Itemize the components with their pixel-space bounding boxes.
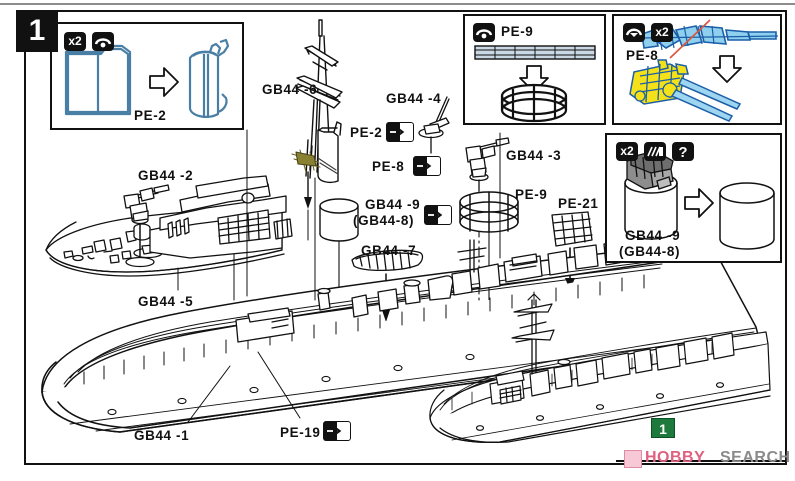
hobby-search-logo-icon: [624, 450, 642, 468]
chip-bend-icon-pe8: [623, 23, 645, 42]
chip-x2-gb44-9: x2: [616, 142, 638, 161]
label-gb44-7: GB44 -7: [361, 243, 417, 258]
detail-box-gb44-9: x2 ? GB44 -9 (GB44-8): [605, 133, 782, 263]
step-marker-green: 1: [651, 418, 675, 438]
chip-sand-icon-gb44-9: [644, 142, 666, 161]
label-gb44-5: GB44 -5: [138, 294, 194, 309]
label-pe2-box: PE-2: [134, 108, 167, 123]
chip-cement-gb44-9: [424, 205, 452, 225]
top-rule-divider: [0, 3, 795, 5]
label-gb44-2: GB44 -2: [138, 168, 194, 183]
arrow-right-icon: [417, 162, 432, 170]
arrow-right-icon: [327, 427, 342, 435]
chip-bend-icon-pe2: [92, 32, 114, 51]
label-pe-21: PE-21: [558, 196, 599, 211]
chip-cement-pe-2: [386, 122, 414, 142]
label-gb44-9-callout: GB44 -9: [365, 197, 421, 212]
label-pe-19: PE-19: [280, 425, 321, 440]
chip-bend-icon-pe9: [473, 23, 495, 42]
arrow-right-icon: [390, 128, 405, 136]
label-pe-2-callout: PE-2: [350, 125, 383, 140]
arrow-right-icon: [428, 211, 443, 219]
label-pe9-box: PE-9: [501, 24, 534, 39]
detail-box-pe9: PE-9: [463, 14, 606, 125]
watermark-brand-second: SEARCH: [720, 449, 791, 466]
label-pe-8-callout: PE-8: [372, 159, 405, 174]
watermark-rule: [616, 460, 788, 462]
label-gb44-3: GB44 -3: [506, 148, 562, 163]
step-number-badge: 1: [16, 10, 58, 52]
chip-x2-pe2: x2: [64, 32, 86, 51]
detail-box-pe2: x2 PE-2: [50, 22, 244, 130]
label-gb44-9-box: GB44 -9: [625, 228, 681, 243]
watermark: HOBBY SEARCH: [616, 448, 791, 470]
label-gb44-4: GB44 -4: [386, 91, 442, 106]
chip-cement-pe-19: [323, 421, 351, 441]
svg-text:?: ?: [678, 144, 687, 161]
watermark-brand-first: HOBBY: [645, 449, 706, 466]
chip-question-icon-gb44-9: ?: [672, 142, 694, 161]
label-gb44-8-callout: (GB44-8): [353, 213, 415, 228]
label-pe8-box: PE-8: [626, 48, 659, 63]
label-gb44-1: GB44 -1: [134, 428, 190, 443]
label-gb44-6: GB44 -6: [262, 82, 318, 97]
chip-x2-pe8: x2: [651, 23, 673, 42]
detail-box-pe8: x2 PE-8: [612, 14, 782, 125]
label-pe-9-callout: PE-9: [515, 187, 548, 202]
label-gb44-8-box: (GB44-8): [619, 244, 681, 259]
chip-cement-pe-8: [413, 156, 441, 176]
